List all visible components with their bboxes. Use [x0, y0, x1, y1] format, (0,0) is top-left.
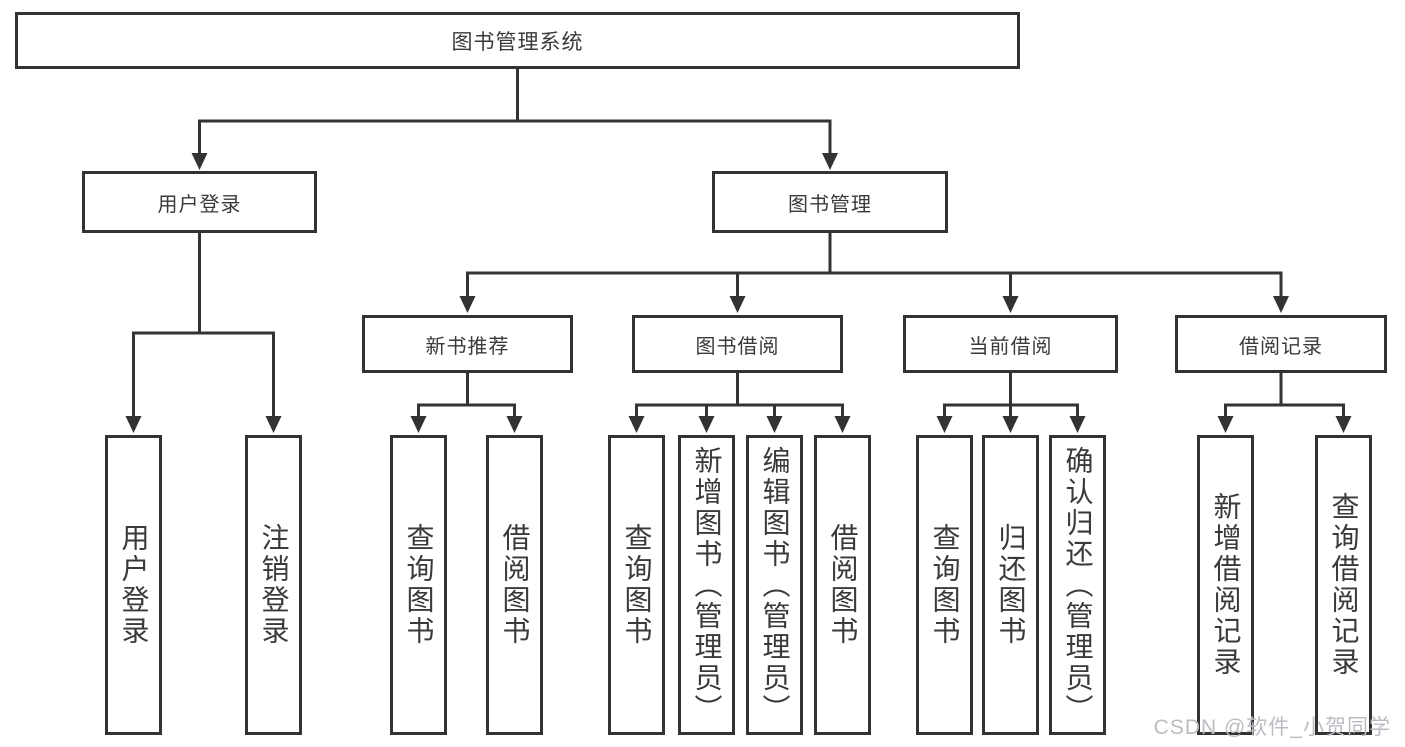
- leaf-bb-edit-books-admin: 编辑图书（管理员）: [746, 435, 803, 735]
- leaf-cb-confirm-return-admin: 确认归还（管理员）: [1049, 435, 1106, 735]
- node-user-login: 用户登录: [82, 171, 317, 233]
- node-current-borrowing: 当前借阅: [903, 315, 1118, 373]
- node-label: 借阅图书: [827, 523, 859, 647]
- node-label: 新书推荐: [425, 335, 510, 358]
- connector-new-book-recommend: [410, 372, 523, 433]
- node-label: 新增借阅记录: [1210, 492, 1242, 678]
- node-label: 用户登录: [157, 193, 242, 216]
- node-label: 查询借阅记录: [1328, 492, 1360, 678]
- node-label: 编辑图书（管理员）: [759, 445, 791, 725]
- leaf-br-add-record: 新增借阅记录: [1197, 435, 1254, 735]
- leaf-nbr-borrow-books: 借阅图书: [486, 435, 543, 735]
- node-library-system: 图书管理系统: [15, 12, 1020, 69]
- node-label: 借阅记录: [1239, 335, 1323, 358]
- node-book-borrowing: 图书借阅: [632, 315, 843, 373]
- connector-root: [191, 66, 838, 170]
- connector-borrowing-records: [1217, 372, 1352, 433]
- node-label: 查询图书: [621, 523, 653, 647]
- connector-book-management: [459, 232, 1289, 313]
- csdn-watermark: CSDN @软件_小贺同学: [1153, 716, 1391, 739]
- leaf-cb-query-books: 查询图书: [916, 435, 973, 735]
- leaf-br-query-record: 查询借阅记录: [1315, 435, 1372, 735]
- connector-user-login: [125, 232, 282, 433]
- leaf-nbr-query-books: 查询图书: [390, 435, 447, 735]
- leaf-cb-return-books: 归还图书: [982, 435, 1039, 735]
- node-label: 新增图书（管理员）: [691, 445, 723, 725]
- node-label: 图书管理: [788, 193, 872, 216]
- node-label: 图书管理系统: [451, 30, 584, 54]
- node-label: 图书借阅: [695, 335, 780, 358]
- leaf-bb-borrow-books: 借阅图书: [814, 435, 871, 735]
- leaf-user-login: 用户登录: [105, 435, 162, 735]
- leaf-logout: 注销登录: [245, 435, 302, 735]
- node-new-book-recommend: 新书推荐: [362, 315, 573, 373]
- node-label: 用户登录: [118, 523, 150, 647]
- node-book-management: 图书管理: [712, 171, 948, 233]
- leaf-bb-add-books-admin: 新增图书（管理员）: [678, 435, 735, 735]
- connector-current-borrowing: [936, 372, 1086, 433]
- leaf-bb-query-books: 查询图书: [608, 435, 665, 735]
- node-label: 确认归还（管理员）: [1062, 445, 1094, 725]
- node-label: 借阅图书: [499, 523, 531, 647]
- node-label: 归还图书: [995, 523, 1027, 647]
- connector-book-borrowing: [628, 372, 851, 433]
- node-label: 查询图书: [403, 523, 435, 647]
- node-label: 查询图书: [929, 523, 961, 647]
- node-borrowing-records: 借阅记录: [1175, 315, 1387, 373]
- node-label: 当前借阅: [968, 335, 1053, 358]
- node-label: 注销登录: [258, 523, 290, 647]
